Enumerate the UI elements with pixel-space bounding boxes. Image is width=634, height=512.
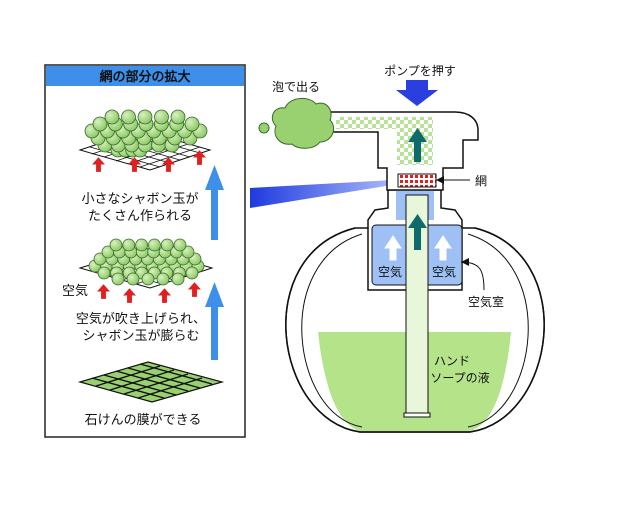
bubble [111,272,125,286]
bubble [109,238,123,252]
bubble [160,238,174,252]
zoom-panel-title: 網の部分の拡大 [99,69,190,85]
white-arrow-left [384,235,402,261]
bubble [126,272,140,286]
soap-label-line2: ソープの液 [430,370,489,385]
bubble [185,266,199,280]
bubble [173,238,187,252]
air-right-label: 空気 [432,264,456,279]
bubble [181,245,195,259]
step-air-line1: 空気が吹き上げられ、 [76,311,206,327]
mesh-with-growing-bubbles [78,238,214,289]
step-small-bubbles-line1: 小さなシャボン玉が [81,192,198,207]
mesh-element [397,173,437,188]
step-small-bubbles-line2: たくさん作られる [88,209,192,224]
bubble [170,109,186,125]
step-air-line2: シャボン玉が膨らむ [82,329,199,344]
bubble [122,238,136,252]
air-left-label: 空気 [378,264,402,279]
air-chamber-pointer-head [461,258,469,266]
air-up-arrow-top [205,165,224,240]
bubble [141,272,155,286]
bubble [184,116,200,132]
white-arrow-right [434,235,452,261]
magnify-beam [250,180,392,208]
bubble [97,266,111,280]
bubble [137,109,153,125]
bubble [135,238,149,252]
mesh-with-soap-film [77,361,225,403]
mesh-label: 網 [475,174,487,188]
soap-label-line1: ハンド [434,354,470,368]
press-label: ポンプを押す [384,64,456,78]
foam-cloud [258,98,335,149]
bubble [156,272,170,286]
air-label: 空気 [62,283,88,299]
press-arrow [396,80,438,106]
bubble [121,109,136,125]
air-up-arrow-bottom [205,282,224,360]
bubble [171,272,185,286]
teal-arrow-upper [408,128,427,162]
zoom-panel-title-bar [46,66,244,86]
step-film: 石けんの膜ができる [85,413,202,428]
bubble [147,238,161,252]
mesh-with-small-bubbles [78,109,212,171]
bubble [104,109,120,125]
mesh-pointer-head [436,176,444,184]
foam-label: 泡で出る [272,80,320,94]
teal-arrow-lower [408,214,427,250]
tube-end [403,412,431,418]
bubble [154,109,169,125]
air-chamber-label: 空気室 [468,294,504,309]
bubble [92,116,108,132]
